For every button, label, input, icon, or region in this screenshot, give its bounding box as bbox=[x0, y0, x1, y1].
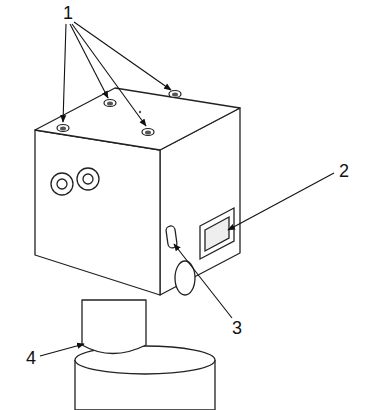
callout-number: 2 bbox=[339, 162, 349, 180]
callout-number: 4 bbox=[26, 349, 36, 367]
callout-number: 1 bbox=[63, 4, 73, 22]
callout-number: 3 bbox=[232, 319, 242, 337]
